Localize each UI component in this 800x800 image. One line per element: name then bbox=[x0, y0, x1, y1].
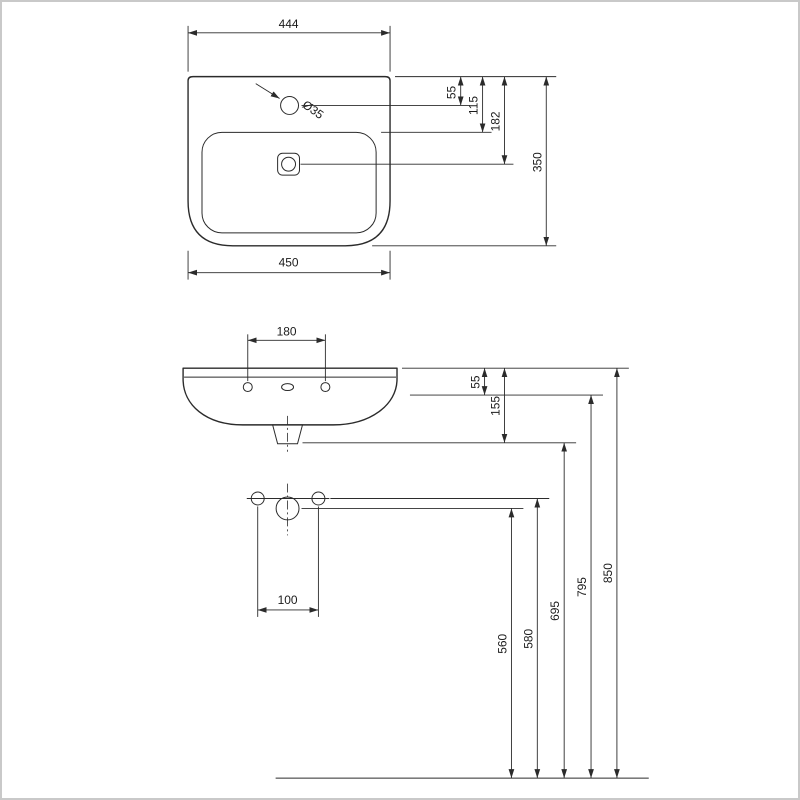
dim-label-height-bolts: 580 bbox=[521, 628, 535, 648]
dim-label-tap-diameter: Ø35 bbox=[300, 97, 327, 122]
tap-hole-right bbox=[320, 382, 331, 393]
dim-label-apron-height: 155 bbox=[489, 396, 503, 416]
bowl-outline bbox=[201, 131, 377, 234]
top-view: Ø35 444 450 55 115 182 350 bbox=[187, 17, 557, 280]
dim-label-height-bottom: 695 bbox=[548, 601, 562, 621]
dim-label-tap-spacing: 180 bbox=[277, 324, 297, 338]
dim-label-height-deck: 795 bbox=[575, 577, 589, 597]
drain-outline bbox=[277, 152, 301, 176]
dim-label-height-trap: 560 bbox=[495, 633, 509, 653]
front-view: 180 100 55 155 560 580 695 795 bbox=[182, 324, 649, 779]
basin-outline-front-view bbox=[182, 367, 398, 426]
mounting-hole-left bbox=[250, 491, 265, 506]
tap-hole-left bbox=[242, 382, 253, 393]
dim-label-bolt-spacing: 100 bbox=[278, 593, 298, 607]
dim-label-drain-offset: 182 bbox=[489, 111, 503, 131]
tap-hole-leader-arrow bbox=[255, 83, 280, 99]
drain-hole bbox=[281, 156, 297, 172]
dim-label-deck-drop: 55 bbox=[469, 375, 483, 389]
drain-outlet bbox=[271, 424, 304, 445]
dim-label-depth: 350 bbox=[530, 152, 544, 172]
dim-label-height-rim: 850 bbox=[601, 563, 615, 583]
overflow-hole bbox=[281, 383, 295, 392]
mounting-hole-right bbox=[311, 491, 326, 506]
dim-label-tap-offset: 55 bbox=[445, 86, 459, 100]
tap-hole bbox=[280, 96, 300, 115]
basin-outline-top-view bbox=[187, 75, 391, 247]
dim-label-bowl-offset: 115 bbox=[467, 96, 481, 115]
dim-label-width-bottom: 450 bbox=[279, 256, 299, 270]
dim-label-width-top: 444 bbox=[279, 17, 299, 31]
